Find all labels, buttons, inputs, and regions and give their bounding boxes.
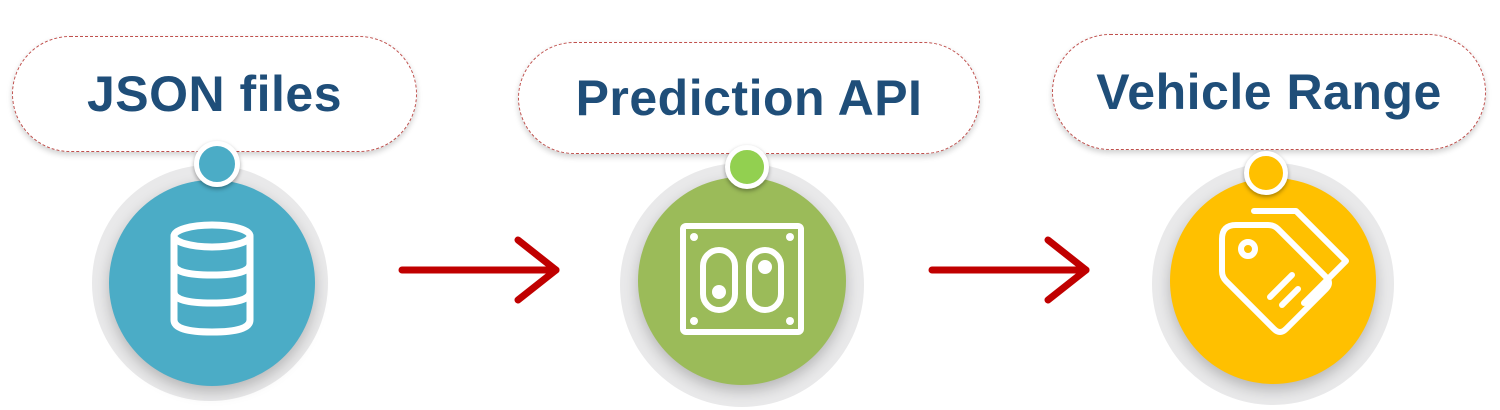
node-disc (109, 180, 315, 386)
node-disc (638, 177, 846, 385)
step-label-json-files: JSON files (12, 36, 417, 152)
step-label-text: Vehicle Range (1096, 64, 1442, 120)
step-node-json-files (92, 141, 332, 401)
arrow-right-icon (928, 236, 1090, 304)
arrow-right-icon (398, 236, 560, 304)
database-icon (170, 221, 254, 336)
node-connector-dot (194, 141, 240, 187)
switch-panel-icon (680, 223, 804, 335)
node-connector-dot (1244, 151, 1288, 195)
step-node-vehicle-range (1152, 151, 1402, 405)
step-label-text: JSON files (86, 66, 343, 122)
step-label-text: Prediction API (575, 70, 923, 126)
step-label-vehicle-range: Vehicle Range (1052, 34, 1486, 150)
step-label-prediction-api: Prediction API (518, 42, 980, 154)
step-node-prediction-api (620, 145, 870, 407)
node-connector-dot (725, 145, 769, 189)
price-tags-icon (1219, 208, 1349, 335)
